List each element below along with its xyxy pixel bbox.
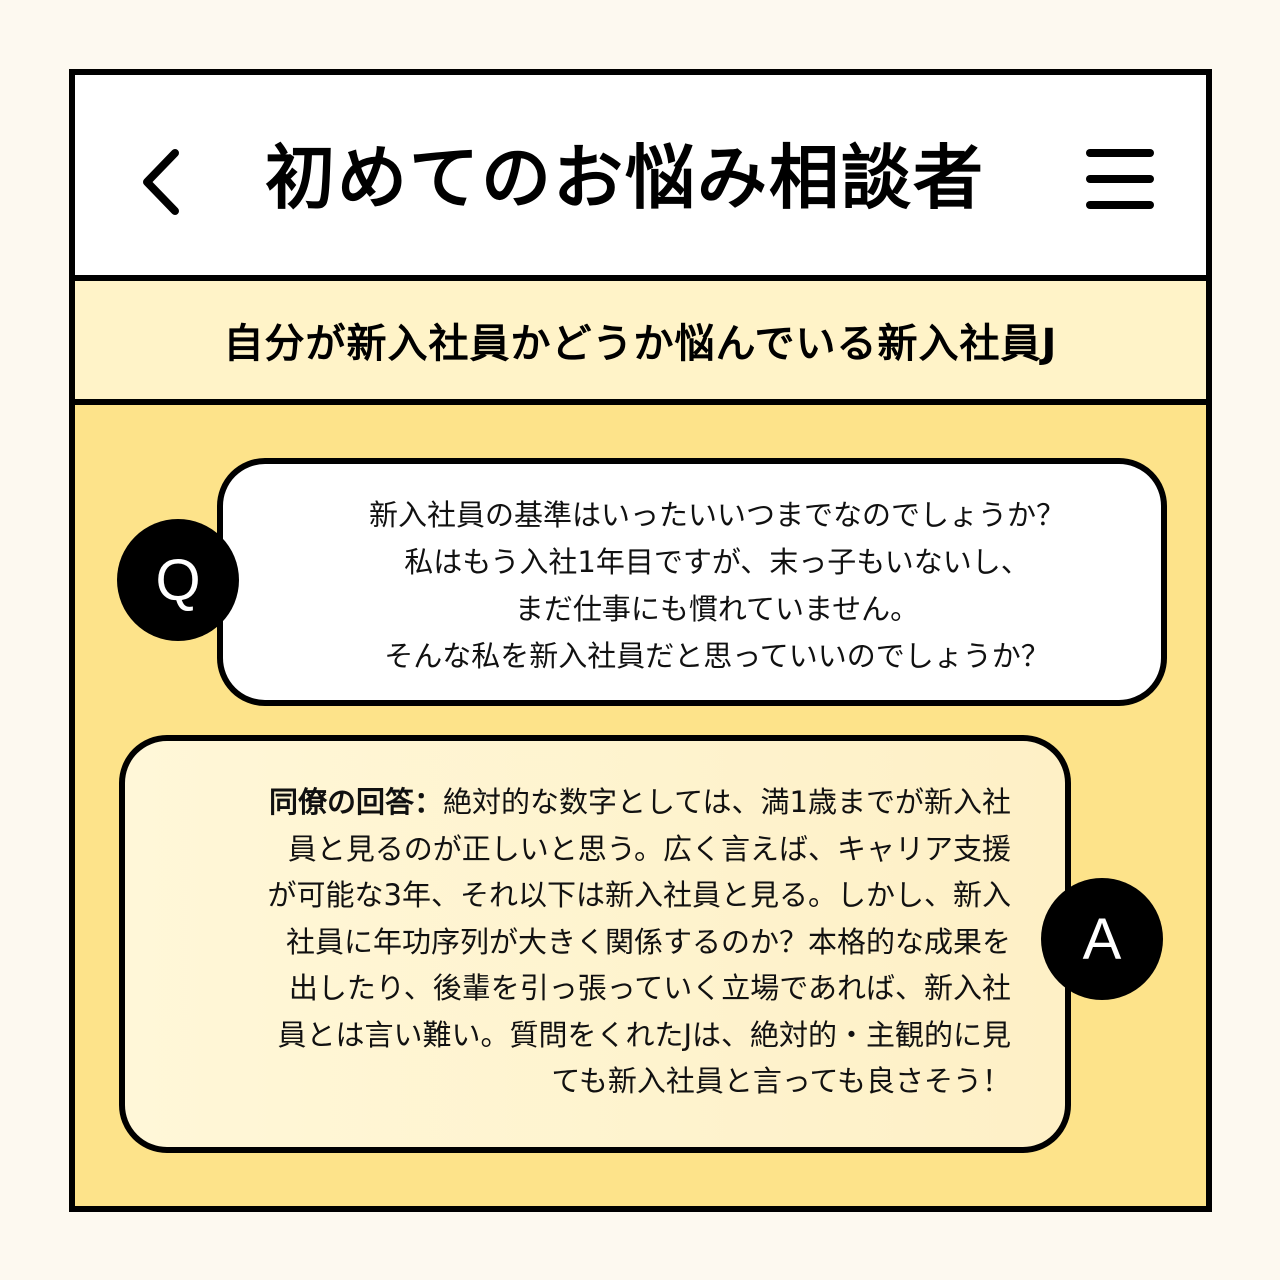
chevron-left-icon <box>143 149 179 215</box>
question-line: 新入社員の基準はいったいいつまでなのでしょうか？ <box>368 498 1065 532</box>
hamburger-menu-icon <box>1086 201 1154 209</box>
answer-badge: A <box>1041 878 1163 1000</box>
menu-button[interactable] <box>1086 149 1154 209</box>
question-bubble: 新入社員の基準はいったいいつまでなのでしょうか？ 私はもう入社1年目ですが、末っ… <box>217 458 1167 706</box>
answer-bubble: 同僚の回答：絶対的な数字としては、満1歳までが新入社 員と見るのが正しいと思う。… <box>119 735 1071 1153</box>
hamburger-menu-icon <box>1086 149 1154 157</box>
answer-line: が可能な3年、それ以下は新入社員と見る。しかし、新入 <box>267 878 1011 912</box>
question-line: そんな私を新入社員だと思っていいのでしょうか？ <box>384 639 1050 673</box>
header-bar: 初めてのお悩み相談者 <box>75 75 1206 281</box>
answer-line: 出したり、後輩を引っ張っていく立場であれば、新入社 <box>288 971 1011 1005</box>
answer-line: ても新入社員と言っても良さそう！ <box>551 1064 1011 1098</box>
answer-label: 同僚の回答： <box>268 785 443 819</box>
consultation-title: 自分が新入社員かどうか悩んでいる新入社員J <box>223 321 1058 367</box>
answer-line: 絶対的な数字としては、満1歳までが新入社 <box>442 785 1011 819</box>
subheader-bar: 自分が新入社員かどうか悩んでいる新入社員J <box>75 281 1206 405</box>
app-frame: 初めてのお悩み相談者 自分が新入社員かどうか悩んでいる新入社員J 新入社員の基準… <box>69 69 1212 1212</box>
question-line: 私はもう入社1年目ですが、末っ子もいないし、 <box>404 545 1030 579</box>
question-badge: Q <box>117 519 239 641</box>
answer-line: 員と見るのが正しいと思う。広く言えば、キャリア支援 <box>287 831 1011 866</box>
back-button[interactable] <box>137 147 187 217</box>
question-line: まだ仕事にも慣れていません。 <box>514 592 920 626</box>
answer-line: 社員に年功序列が大きく関係するのか？本格的な成果を <box>285 924 1011 959</box>
hamburger-menu-icon <box>1086 175 1154 183</box>
question-text: 新入社員の基準はいったいいつまでなのでしょうか？ 私はもう入社1年目ですが、末っ… <box>293 492 1141 680</box>
answer-line: 員とは言い難い。質問をくれたJは、絶対的・主観的に見 <box>277 1017 1011 1052</box>
page-title: 初めてのお悩み相談者 <box>265 137 985 219</box>
answer-text: 同僚の回答：絶対的な数字としては、満1歳までが新入社 員と見るのが正しいと思う。… <box>175 779 1011 1105</box>
